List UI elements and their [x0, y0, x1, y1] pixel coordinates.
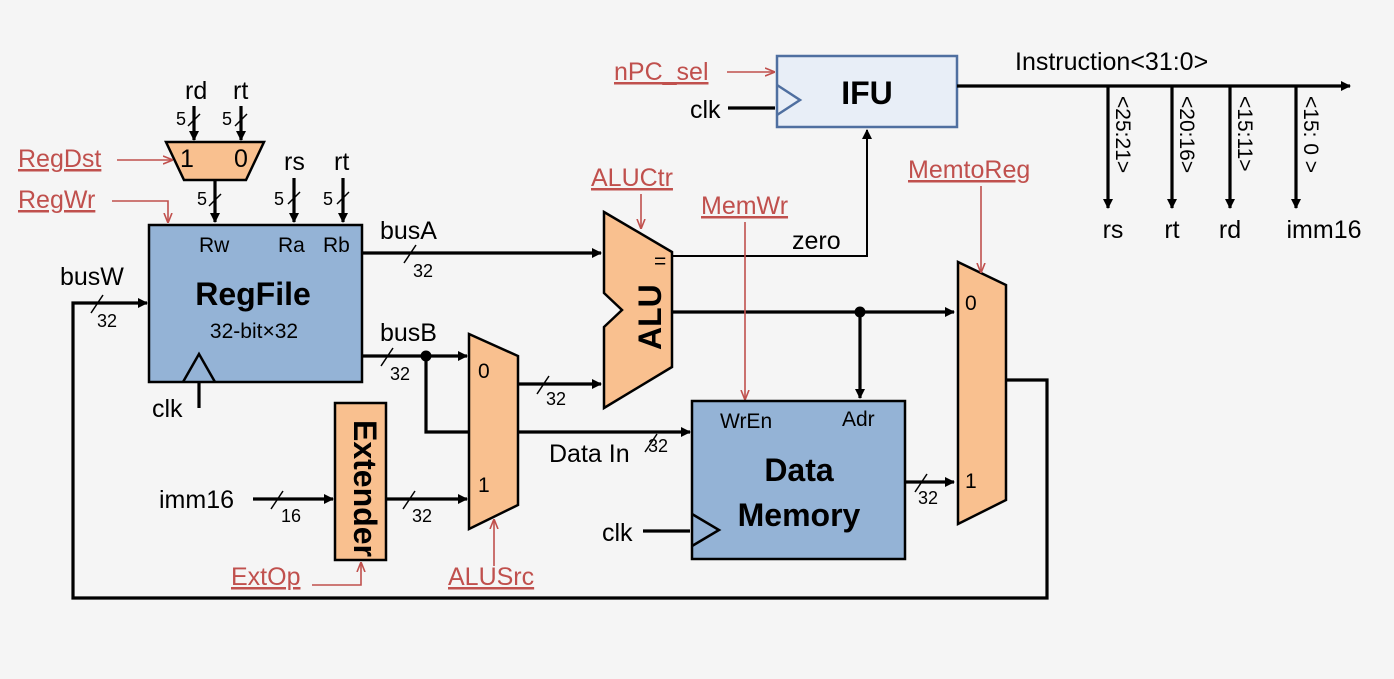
alusrc-mux-input-0: 0: [478, 360, 490, 383]
regdst-mux-input-1: 1: [180, 145, 194, 173]
ifu-clk-label: clk: [690, 96, 721, 124]
data-memory-port-wren: WrEn: [720, 410, 772, 433]
field-bits-label: <15:11>: [1233, 96, 1256, 172]
busb-label: busB: [380, 319, 437, 347]
extender-label: Extender: [347, 420, 383, 557]
memtoreg-mux-input-1: 1: [965, 470, 977, 493]
data-memory-out-width: 32: [918, 488, 938, 508]
extender-out-width: 32: [412, 506, 432, 526]
instruction-field-rd: <15:11> rd: [1219, 86, 1256, 244]
regfile-sublabel: 32-bit×32: [210, 320, 298, 343]
regdst-signal: RegDst: [18, 145, 101, 173]
ifu-block: [775, 54, 959, 129]
rt-label-top: rt: [233, 77, 248, 105]
busa-width: 32: [413, 261, 433, 281]
regfile-clk-label: clk: [152, 395, 183, 423]
zero-wire: [672, 129, 872, 257]
regdst-mux: [164, 140, 266, 182]
data-in-wire: [424, 356, 691, 437]
field-bits-label: <20:16>: [1175, 96, 1198, 173]
imm16-width: 16: [281, 506, 301, 526]
rs-label: rs: [284, 148, 305, 176]
field-bits-label: <15: 0 >: [1299, 96, 1322, 173]
extop-signal: ExtOp: [231, 563, 300, 591]
data-memory-clock-triangle: [691, 512, 722, 548]
alusrc-mux: [467, 332, 520, 532]
field-name-label: imm16: [1286, 216, 1361, 244]
extender-block: [333, 401, 388, 562]
rt-width: 5: [222, 109, 232, 129]
data-memory-port-adr: Adr: [842, 408, 875, 431]
field-name-label: rd: [1219, 216, 1241, 244]
memtoreg-signal: MemtoReg: [908, 156, 1030, 184]
rt-label: rt: [334, 148, 349, 176]
memtoreg-mux-input-0: 0: [965, 292, 977, 315]
busw-wire: [71, 298, 1049, 600]
regfile-port-rw: Rw: [199, 234, 230, 257]
instruction-field-rt: <20:16> rt: [1164, 86, 1198, 244]
extop-wire: [312, 563, 361, 586]
rd-width: 5: [176, 109, 186, 129]
data-memory-label-2: Memory: [738, 497, 861, 533]
regdst-mux-input-0: 0: [234, 145, 248, 173]
field-name-label: rs: [1103, 216, 1124, 244]
ifu-label: IFU: [841, 75, 893, 111]
rt-regfile-width: 5: [323, 189, 333, 209]
aluctr-signal: ALUCtr: [591, 164, 673, 192]
busw-width: 32: [97, 311, 117, 331]
alusrc-signal: ALUSrc: [448, 563, 534, 591]
imm16-label: imm16: [159, 486, 234, 514]
instruction-field-rs: <25:21> rs: [1103, 86, 1134, 244]
regfile-port-rb: Rb: [323, 234, 350, 257]
rd-label: rd: [185, 77, 207, 105]
alusrc-mux-input-1: 1: [478, 474, 490, 497]
busb-width: 32: [390, 364, 410, 384]
alusrc-out-width: 32: [546, 389, 566, 409]
regfile-clock-triangle: [181, 351, 217, 383]
instruction-field-imm16: <15: 0 > imm16: [1286, 86, 1362, 244]
memtoreg-mux: [956, 260, 1008, 527]
alu-eq-label: =: [654, 250, 666, 273]
alu-label: ALU: [632, 284, 668, 350]
busa-label: busA: [380, 217, 437, 245]
alu-block: [602, 209, 674, 411]
ifu-npc-sel-signal: nPC_sel: [614, 58, 709, 86]
data-memory-block: [690, 399, 907, 561]
regfile-port-ra: Ra: [278, 234, 305, 257]
regfile-block: [147, 223, 364, 384]
regwr-signal: RegWr: [18, 186, 95, 214]
regfile-label: RegFile: [195, 276, 311, 312]
zero-label: zero: [792, 227, 841, 255]
field-bits-label: <25:21>: [1111, 96, 1134, 173]
data-in-label: Data In: [549, 440, 630, 468]
field-name-label: rt: [1164, 216, 1179, 244]
busw-label: busW: [60, 263, 124, 291]
rs-width: 5: [274, 189, 284, 209]
regwr-wire: [112, 200, 168, 222]
data-memory-label-1: Data: [764, 452, 834, 488]
memwr-signal: MemWr: [701, 192, 788, 220]
data-memory-clk-label: clk: [602, 519, 633, 547]
rw-width: 5: [197, 189, 207, 209]
data-in-width: 32: [648, 436, 668, 456]
ifu-clock-triangle: [776, 83, 803, 117]
instruction-label: Instruction<31:0>: [1015, 48, 1208, 76]
